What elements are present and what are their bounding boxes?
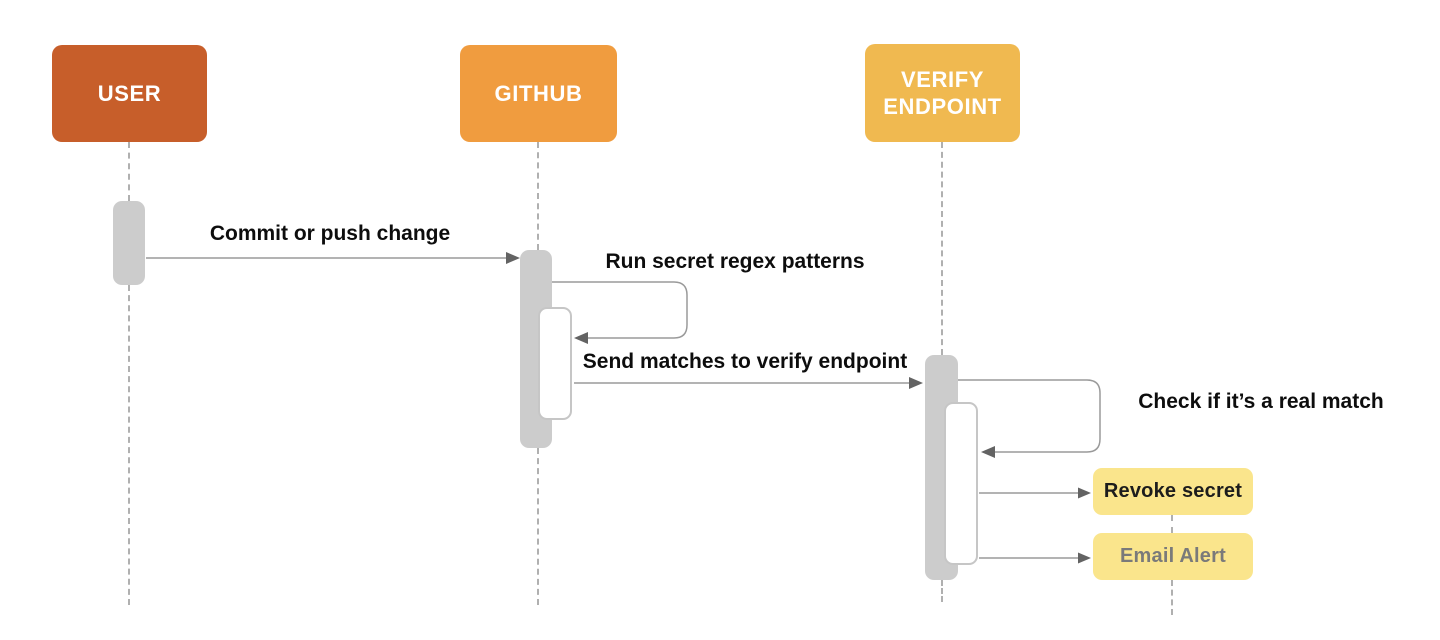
github-nested-activation-bar	[538, 307, 572, 420]
verify-nested-activation-bar	[944, 402, 978, 565]
action-box-email-alert: Email Alert	[1093, 533, 1253, 580]
message-label-run-regex: Run secret regex patterns	[605, 250, 865, 273]
action-box-revoke-secret: Revoke secret	[1093, 468, 1253, 515]
message-label-check-match: Check if it’s a real match	[1138, 390, 1384, 413]
user-activation-bar	[113, 201, 145, 285]
arrow-send-matches	[574, 377, 923, 389]
message-label-send-matches: Send matches to verify endpoint	[582, 350, 908, 373]
github-lifeline-segment	[537, 142, 539, 250]
self-loop-check-match	[958, 379, 1101, 458]
action-email-alert-label: Email Alert	[1120, 545, 1226, 567]
actor-verify-endpoint-label: VERIFY ENDPOINT	[883, 66, 1002, 120]
arrow-revoke-secret	[979, 487, 1091, 499]
arrow-commit-or-push	[146, 252, 520, 264]
actor-user-label: USER	[97, 80, 162, 106]
actor-verify-endpoint: VERIFY ENDPOINT	[865, 44, 1020, 142]
actor-github-label: GITHUB	[494, 80, 583, 106]
verify-lifeline-segment	[941, 142, 943, 355]
github-lifeline-segment	[537, 448, 539, 605]
action-lifeline-segment	[1171, 515, 1173, 533]
arrow-email-alert	[979, 552, 1091, 564]
user-lifeline-segment	[128, 142, 130, 201]
action-lifeline-segment	[1171, 580, 1173, 615]
message-label-commit: Commit or push change	[209, 222, 451, 245]
self-loop-run-regex	[552, 281, 688, 344]
verify-lifeline-segment	[941, 580, 943, 602]
actor-github: GITHUB	[460, 45, 617, 142]
action-revoke-secret-label: Revoke secret	[1103, 480, 1243, 502]
actor-user: USER	[52, 45, 207, 142]
user-lifeline-segment	[128, 285, 130, 605]
